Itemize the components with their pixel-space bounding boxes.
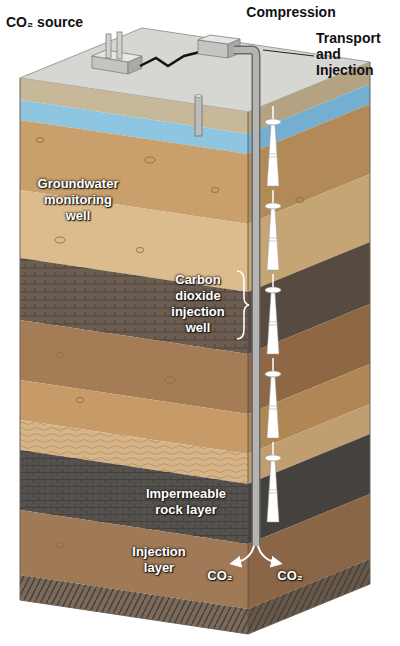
bedrock-side	[248, 559, 370, 634]
transport-label: Transport and Injection	[316, 30, 396, 78]
co2-source-plant	[92, 32, 142, 74]
compression-unit	[198, 35, 240, 58]
tower-icon	[265, 106, 281, 186]
pebble	[211, 188, 219, 193]
injection-pipe	[234, 50, 256, 546]
strata-front	[20, 78, 248, 634]
pebble	[296, 198, 304, 203]
gas-label: CO₂	[270, 568, 310, 584]
injection-layer-label: Injection layer	[122, 544, 196, 576]
tower-icon	[265, 442, 281, 522]
rock-layer-label: Impermeable rock layer	[136, 486, 236, 518]
pebble	[165, 377, 175, 383]
bedrock-texture	[20, 575, 248, 634]
pebble	[56, 543, 64, 548]
pebble	[316, 338, 324, 343]
tower-icon	[265, 358, 281, 438]
co2-outflow-arrow	[234, 546, 254, 563]
source-label: CO₂ source	[6, 14, 106, 30]
pebble	[136, 248, 144, 253]
pebble	[145, 157, 155, 163]
leader-line	[263, 50, 314, 56]
scale-towers	[265, 106, 281, 522]
tower-icon	[265, 190, 281, 270]
strata-side	[248, 62, 370, 634]
bedrock-layer	[20, 575, 248, 634]
pebble	[326, 528, 334, 533]
pebble	[55, 237, 65, 243]
monitoring-well	[195, 95, 202, 137]
co2-outflow-arrow	[258, 546, 278, 563]
gas-label: CO₂	[200, 568, 240, 584]
injection-well-label: Carbon dioxide injection well	[160, 272, 236, 336]
compression-label: Compression	[236, 4, 346, 20]
groundwater-label: Groundwater monitoring well	[30, 176, 126, 224]
bedrock-side-texture	[248, 559, 370, 634]
pebble	[36, 138, 44, 143]
tower-icon	[265, 274, 281, 354]
pebble	[76, 398, 84, 403]
pebble	[56, 353, 64, 358]
block-outline	[20, 62, 370, 634]
label-brace	[237, 271, 249, 339]
surface-pipe	[140, 52, 200, 66]
